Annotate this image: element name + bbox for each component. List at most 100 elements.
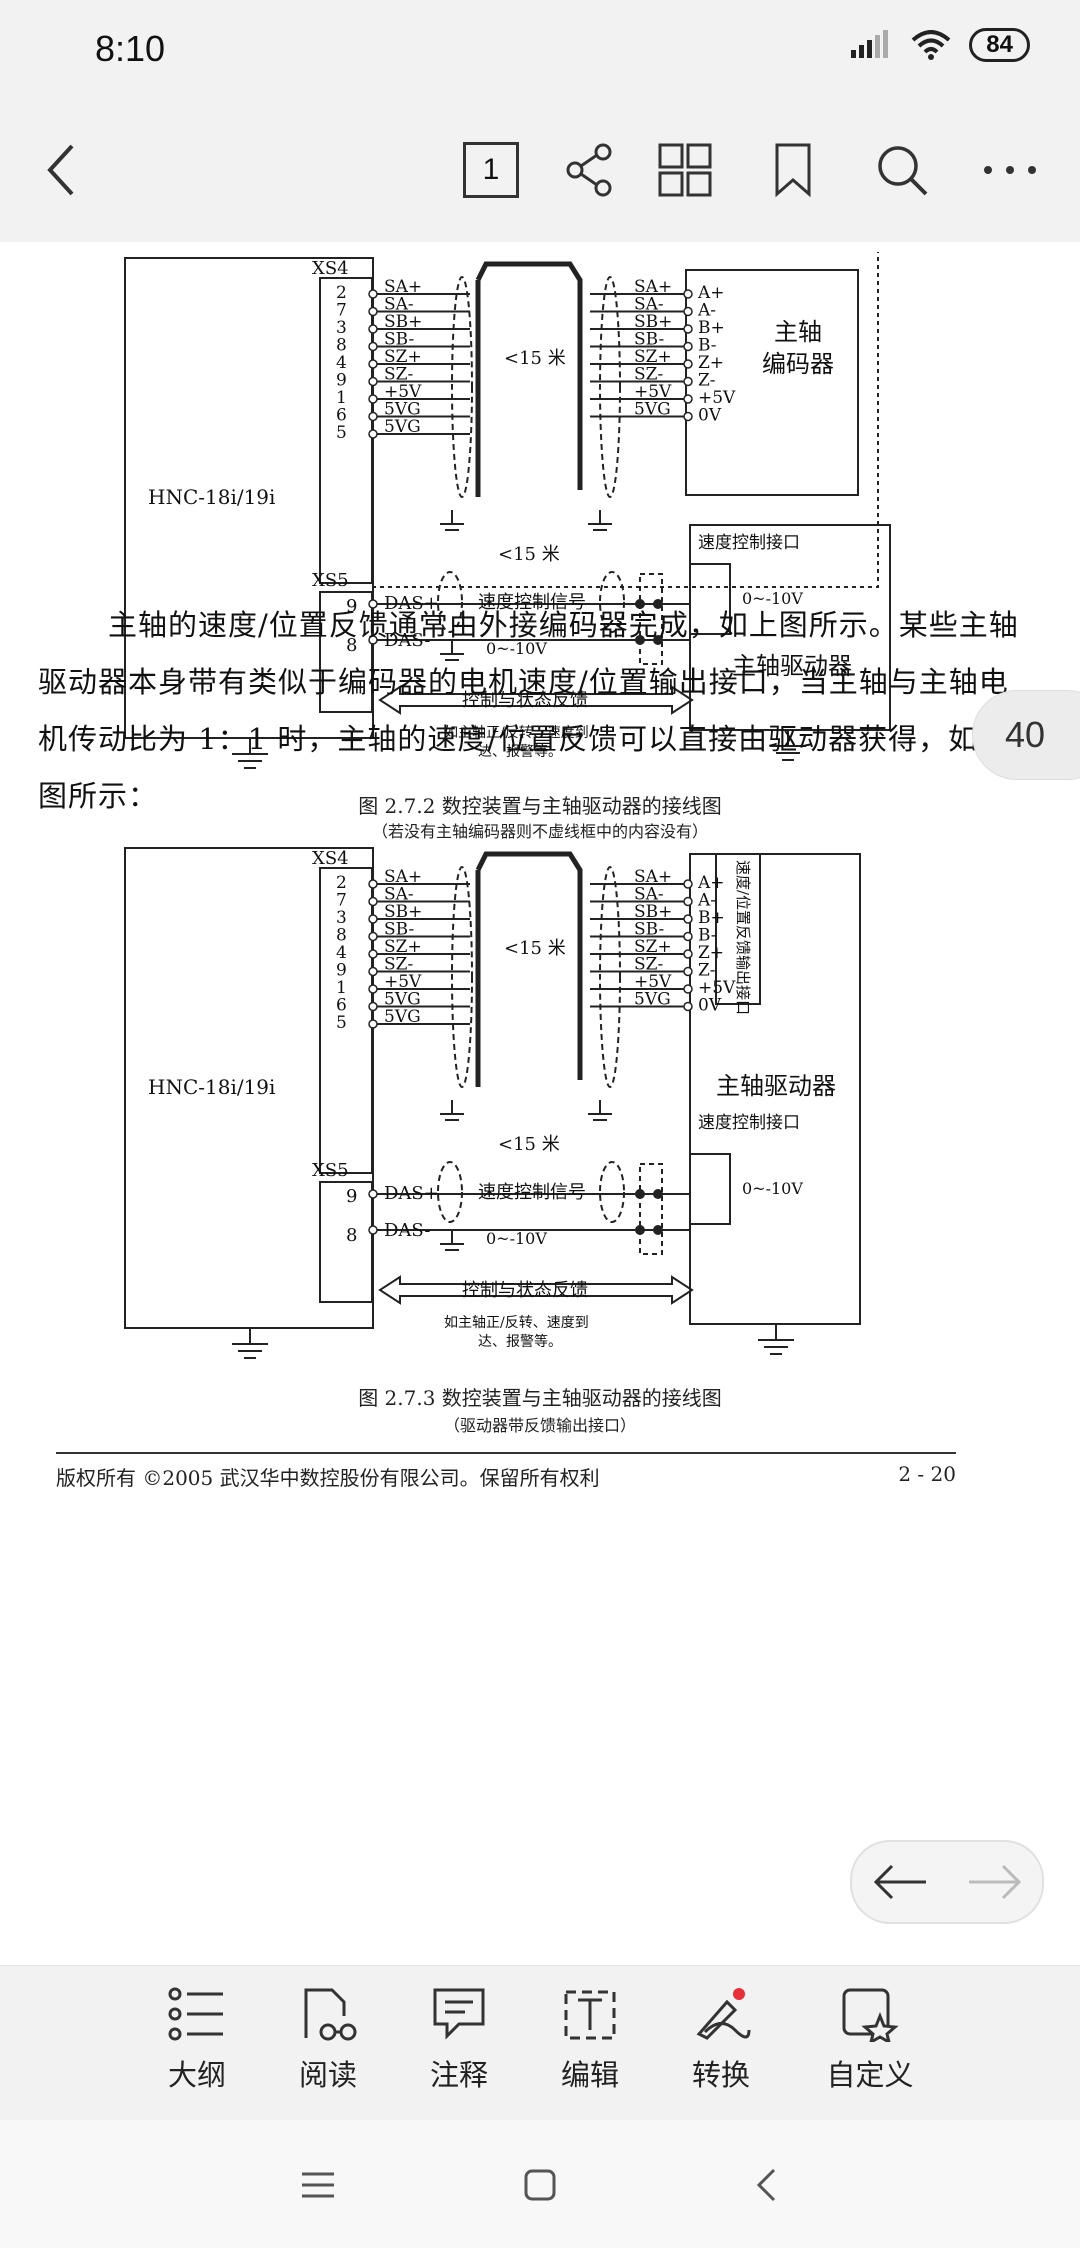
share-button[interactable] [550, 130, 630, 210]
status-bar: 8:10 84 [0, 0, 1080, 100]
customize-icon [842, 1988, 899, 2045]
pin-terminal [683, 289, 693, 299]
encoder-label: 主轴 [774, 318, 822, 346]
pin-number: 6 [336, 996, 347, 1016]
note-label-2: 达、报警等。 [478, 743, 562, 760]
encoder-pin-label: B+ [698, 908, 725, 928]
pin-number: 4 [336, 353, 347, 373]
thumbnail-grid-button[interactable] [645, 130, 725, 210]
pin-number: 8 [336, 336, 347, 356]
das-minus-label: DAS- [384, 1220, 431, 1241]
pin-terminal [368, 1225, 378, 1235]
bookmark-button[interactable] [753, 130, 833, 210]
pin-number: 1 [336, 978, 347, 998]
xs4-label: XS4 [312, 258, 349, 279]
pin-terminal [368, 359, 378, 369]
signal-label: SA+ [384, 277, 422, 297]
pin-number: 6 [336, 406, 347, 426]
encoder-pin-label: Z- [698, 961, 716, 981]
pin-number: 5 [336, 423, 347, 443]
status-icons: 84 [849, 28, 1030, 62]
pin-terminal [368, 341, 378, 352]
speed-signal-label: 速度控制信号 [478, 592, 586, 613]
pin-terminal [683, 879, 693, 889]
pin-terminal [368, 411, 378, 422]
more-icon [984, 166, 1036, 174]
pin-number: 2 [336, 873, 347, 893]
controller-label: HNC-18i/19i [148, 485, 275, 509]
bottom-menu: 大纲 阅读 注释 编辑 转换 自定义 [0, 1965, 1080, 2121]
more-button[interactable] [970, 130, 1050, 210]
menu-outline[interactable]: 大纲 [137, 1986, 257, 2094]
status-time: 8:10 [95, 28, 166, 69]
menu-annotate-label: 注释 [429, 2058, 488, 2092]
read-icon [304, 1988, 357, 2041]
recent-apps-button[interactable] [288, 2160, 348, 2210]
pin-terminal [683, 1001, 693, 1012]
menu-read[interactable]: 阅读 [268, 1986, 388, 2094]
junction-dot [653, 1225, 663, 1235]
page-number-button[interactable]: 1 [451, 130, 531, 210]
signal-label: SB- [634, 330, 664, 350]
pin-number: 8 [336, 926, 347, 946]
figure-subcaption-1: （若没有主轴编码器则不虚线框中的内容没有） [371, 822, 708, 841]
junction-dot [653, 1189, 663, 1199]
next-page-button[interactable] [967, 1862, 1023, 1902]
pin-number: 7 [336, 891, 347, 911]
back-button[interactable] [22, 130, 102, 210]
pin-terminal [368, 376, 378, 387]
signal-label: SA+ [634, 867, 672, 887]
signal-label: SB+ [634, 312, 672, 332]
menu-edit[interactable]: 编辑 [530, 1986, 650, 2094]
home-button[interactable] [510, 2160, 570, 2210]
junction-dot [635, 1189, 645, 1199]
signal-label: SZ+ [384, 347, 422, 367]
encoder-pin-label: +5V [698, 388, 736, 408]
signal-label: SA- [634, 885, 664, 905]
pin-terminal [683, 324, 693, 334]
encoder-pin-label: A+ [697, 283, 725, 303]
encoder-pin-label: A+ [697, 873, 725, 893]
xs5-label: XS5 [312, 570, 349, 591]
feedback-port-label: 速度/位置反馈输出接口 [734, 860, 752, 1015]
pin-terminal [683, 966, 693, 977]
pin-terminal [368, 966, 378, 977]
controller-label: HNC-18i/19i [148, 1075, 275, 1099]
page-footer: 版权所有 ©2005 武汉华中数控股份有限公司。保留所有权利 2 - 20 [56, 1452, 956, 1491]
signal-label: 5VG [384, 417, 421, 437]
signal-icon [851, 30, 889, 58]
menu-customize[interactable]: 自定义 [810, 1986, 930, 2094]
encoder-pin-label: Z+ [698, 353, 724, 373]
encoder-pin-label: +5V [698, 978, 736, 998]
signal-label: +5V [384, 972, 422, 992]
previous-page-button[interactable] [872, 1862, 928, 1902]
bookmark-icon [775, 143, 811, 198]
cable-length-label-2: <15 米 [498, 544, 560, 565]
spindle-drive-label: 主轴驱动器 [732, 652, 852, 680]
xs5-pin-8: 8 [346, 635, 357, 656]
wifi-icon [911, 30, 951, 60]
encoder-pin-label: B- [698, 926, 717, 946]
pin-terminal [683, 394, 693, 404]
menu-icon [302, 2172, 334, 2198]
junction-dot [635, 635, 645, 645]
drive-voltage-label: 0~-10V [742, 589, 803, 608]
search-button[interactable] [862, 130, 942, 210]
junction-dot [653, 599, 663, 609]
menu-outline-label: 大纲 [167, 2058, 226, 2092]
page-count-badge[interactable]: 40 [972, 690, 1080, 780]
pin-terminal [683, 949, 693, 959]
encoder-pin-label: Z+ [698, 943, 724, 963]
system-back-button[interactable] [736, 2160, 796, 2210]
menu-annotate[interactable]: 注释 [399, 1986, 519, 2094]
signal-label: SB- [634, 920, 664, 940]
pin-terminal [368, 914, 378, 924]
menu-read-label: 阅读 [298, 2058, 357, 2092]
pin-terminal [368, 949, 378, 959]
das-minus-label: DAS- [384, 630, 431, 651]
reader-toolbar: 1 [0, 100, 1080, 242]
outline-icon [168, 1987, 223, 2041]
menu-convert[interactable]: 转换 [661, 1986, 781, 2094]
junction-dot [653, 635, 663, 645]
grid-icon [658, 143, 712, 197]
